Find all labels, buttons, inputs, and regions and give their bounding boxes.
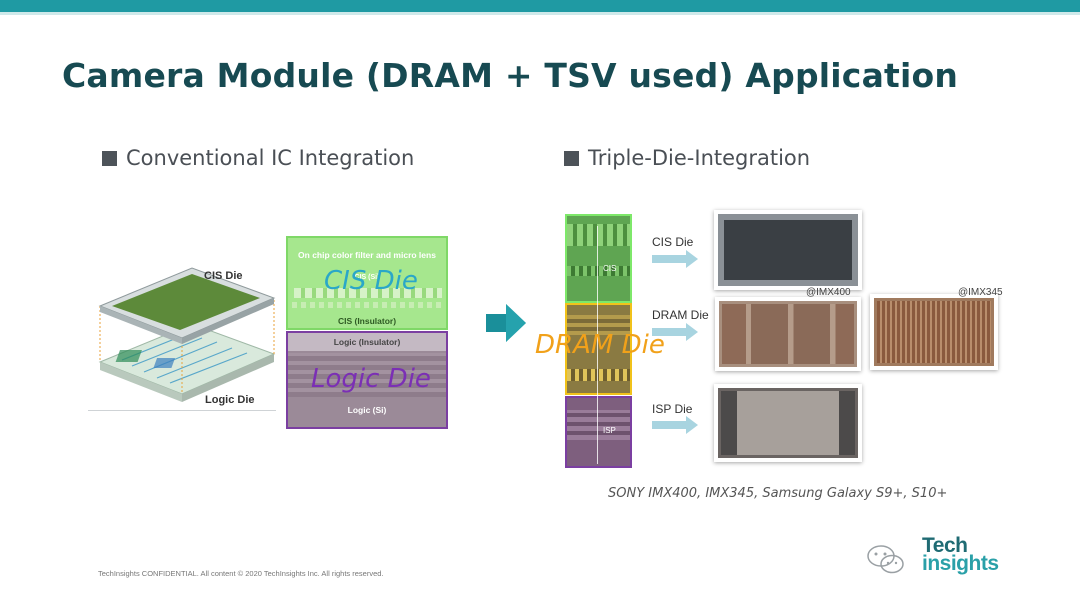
isp-die-image [718,388,858,458]
stack-axis-line [597,226,598,464]
stack-cis-layer: CIS [565,214,632,303]
header-bar [0,0,1080,12]
color-filter-label: On chip color filter and micro lens [298,250,436,260]
cis-pattern-2 [567,266,630,276]
isp-die-photo [714,384,862,462]
dram-pattern [567,315,630,335]
stacked-die-illustration [98,267,276,402]
cis-pattern [567,224,630,246]
cis-die-overlay-label: CIS Die [324,266,418,296]
logo-line1: Tech [922,534,968,557]
dram-die-image-1 [719,301,857,367]
dram-die-image-2 [874,298,994,366]
logic-insulator-label: Logic (Insulator) [333,337,401,347]
bullet-square-icon [102,151,117,166]
right-arrow-icon [652,323,698,341]
imx400-label: @IMX400 [806,287,851,298]
logic-si-label: Logic (Si) [347,405,387,415]
cis-si-label: CIS (Si) [354,274,380,281]
dram-pattern-2 [567,369,630,381]
logic-metal-layers [288,353,446,397]
right-heading-text: Triple-Die-Integration [588,146,811,170]
bullet-square-icon [564,151,579,166]
stack-isp-layer: ISP [565,396,632,468]
right-arrow-icon [652,250,698,268]
isp-pattern [567,410,630,440]
dram-die-photo-imx345 [870,294,998,370]
slide-title: Camera Module (DRAM + TSV used) Applicat… [62,56,959,95]
confidential-footer: TechInsights CONFIDENTIAL. All content ©… [98,569,384,578]
dram-die-photo-imx400 [715,297,861,371]
right-arrow-icon [652,416,698,434]
techinsights-logo: Tech insights [922,534,999,575]
baseline-rule [88,410,276,411]
cis-cross-section: On chip color filter and micro lens CIS … [286,236,448,330]
logic-insulator-band [288,333,446,351]
right-heading: Triple-Die-Integration [564,146,810,170]
header-rule [0,12,1080,15]
cis-die-label: CIS Die [204,270,243,282]
logic-die-overlay-label: Logic Die [311,364,431,394]
dram-die-arrow-label: DRAM Die [652,308,709,322]
cis-via-pattern [292,302,444,308]
device-caption: SONY IMX400, IMX345, Samsung Galaxy S9+,… [608,486,948,501]
dram-die-overlay-label: DRAM Die [535,330,665,360]
right-arrow-icon [486,304,526,342]
cis-insulator-label: CIS (Insulator) [337,316,397,326]
left-heading: Conventional IC Integration [102,146,414,170]
stack-dram-layer [565,303,632,395]
imx345-label: @IMX345 [958,287,1003,298]
cis-metal-pattern [294,288,442,298]
stack-cis-label: CIS [603,264,617,273]
stack-isp-label: ISP [603,426,616,435]
wechat-icon [867,545,904,574]
isp-die-arrow-label: ISP Die [652,402,693,416]
left-heading-text: Conventional IC Integration [126,146,415,170]
logo-line2: insights [922,552,999,575]
logic-cross-section: Logic (Insulator) Logic (Si) [286,331,448,429]
cis-die-arrow-label: CIS Die [652,235,694,249]
logic-die-label: Logic Die [205,394,255,406]
cis-die-photo [714,210,862,290]
cis-die-image [718,214,858,286]
